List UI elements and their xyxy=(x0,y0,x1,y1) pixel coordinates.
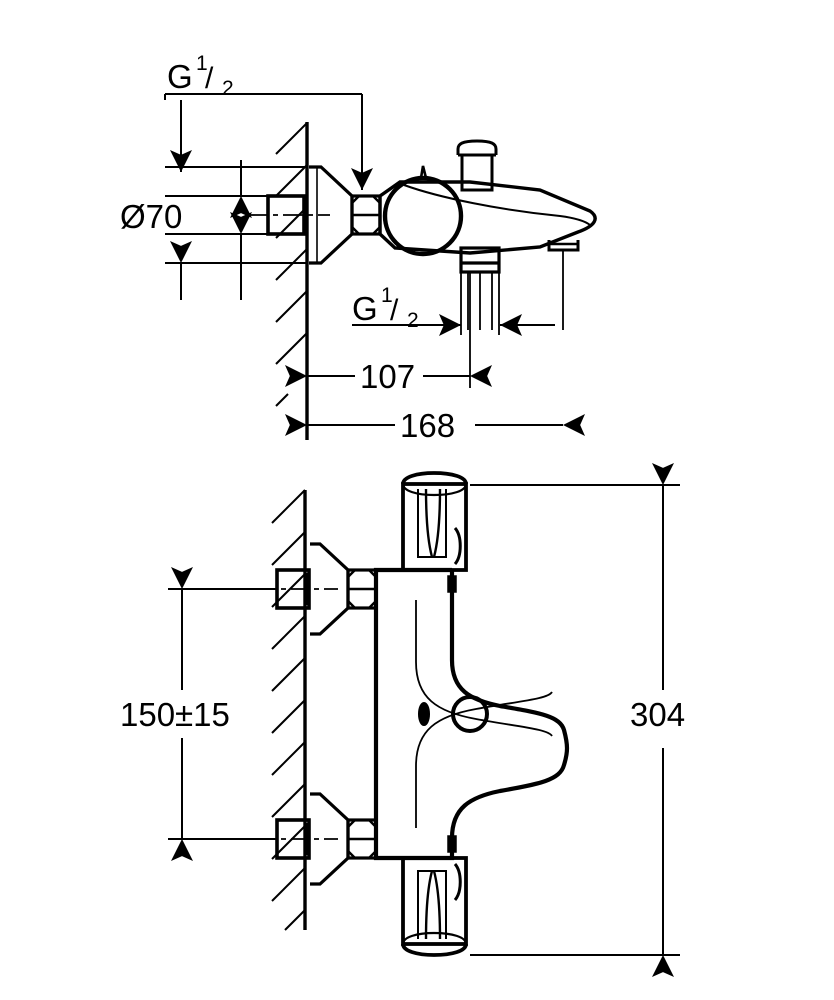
dim-304 xyxy=(470,463,680,977)
front-view-flow-handle xyxy=(401,471,468,572)
front-view-group xyxy=(168,463,680,977)
label-dim-150-pm-15: 150±15 xyxy=(120,696,230,733)
dimension-text-layer: G 1 / 2 Ø70 G 1 / 2 107 168 150±15 304 xyxy=(120,52,685,733)
top-view-escutcheon xyxy=(309,165,354,265)
label-dim-107: 107 xyxy=(360,358,415,395)
g-half-inlet-denominator: 2 xyxy=(222,77,234,100)
top-view-group xyxy=(164,93,597,440)
label-diameter-70: Ø70 xyxy=(120,198,182,235)
g-half-outlet-denominator: 2 xyxy=(407,309,419,332)
top-view-wall-hatching xyxy=(275,122,308,407)
label-g-half-outlet: G 1 / 2 xyxy=(352,284,419,332)
g-half-outlet-slash: / xyxy=(390,294,399,327)
label-dim-168: 168 xyxy=(400,407,455,444)
front-view-wall-hatching xyxy=(271,489,306,931)
g-half-inlet-slash: / xyxy=(205,62,214,95)
top-view-outlet-spigot xyxy=(459,246,501,330)
top-view-union-nut xyxy=(350,194,382,236)
label-dim-304: 304 xyxy=(630,696,685,733)
top-view-diverter-button xyxy=(456,139,498,192)
front-view-face-markings xyxy=(418,575,489,853)
dim-g-half-inlet xyxy=(164,93,373,190)
front-view-mixer-body xyxy=(373,567,570,861)
dim-107 xyxy=(285,272,492,388)
g-half-outlet-prefix: G xyxy=(352,290,378,327)
dim-150-pm-15 xyxy=(168,567,278,861)
label-g-half-inlet: G 1 / 2 xyxy=(167,52,234,100)
top-view-mixer-body xyxy=(378,180,597,255)
g-half-inlet-numerator: 1 xyxy=(196,52,208,75)
dim-g-half-outlet xyxy=(352,272,555,336)
top-view-outlet-tab xyxy=(547,240,580,330)
g-half-inlet-prefix: G xyxy=(167,58,193,95)
front-view-temperature-handle xyxy=(401,856,468,957)
top-view-temperature-handle xyxy=(382,165,464,257)
g-half-outlet-numerator: 1 xyxy=(381,284,393,307)
dim-diameter-70 xyxy=(165,160,307,300)
